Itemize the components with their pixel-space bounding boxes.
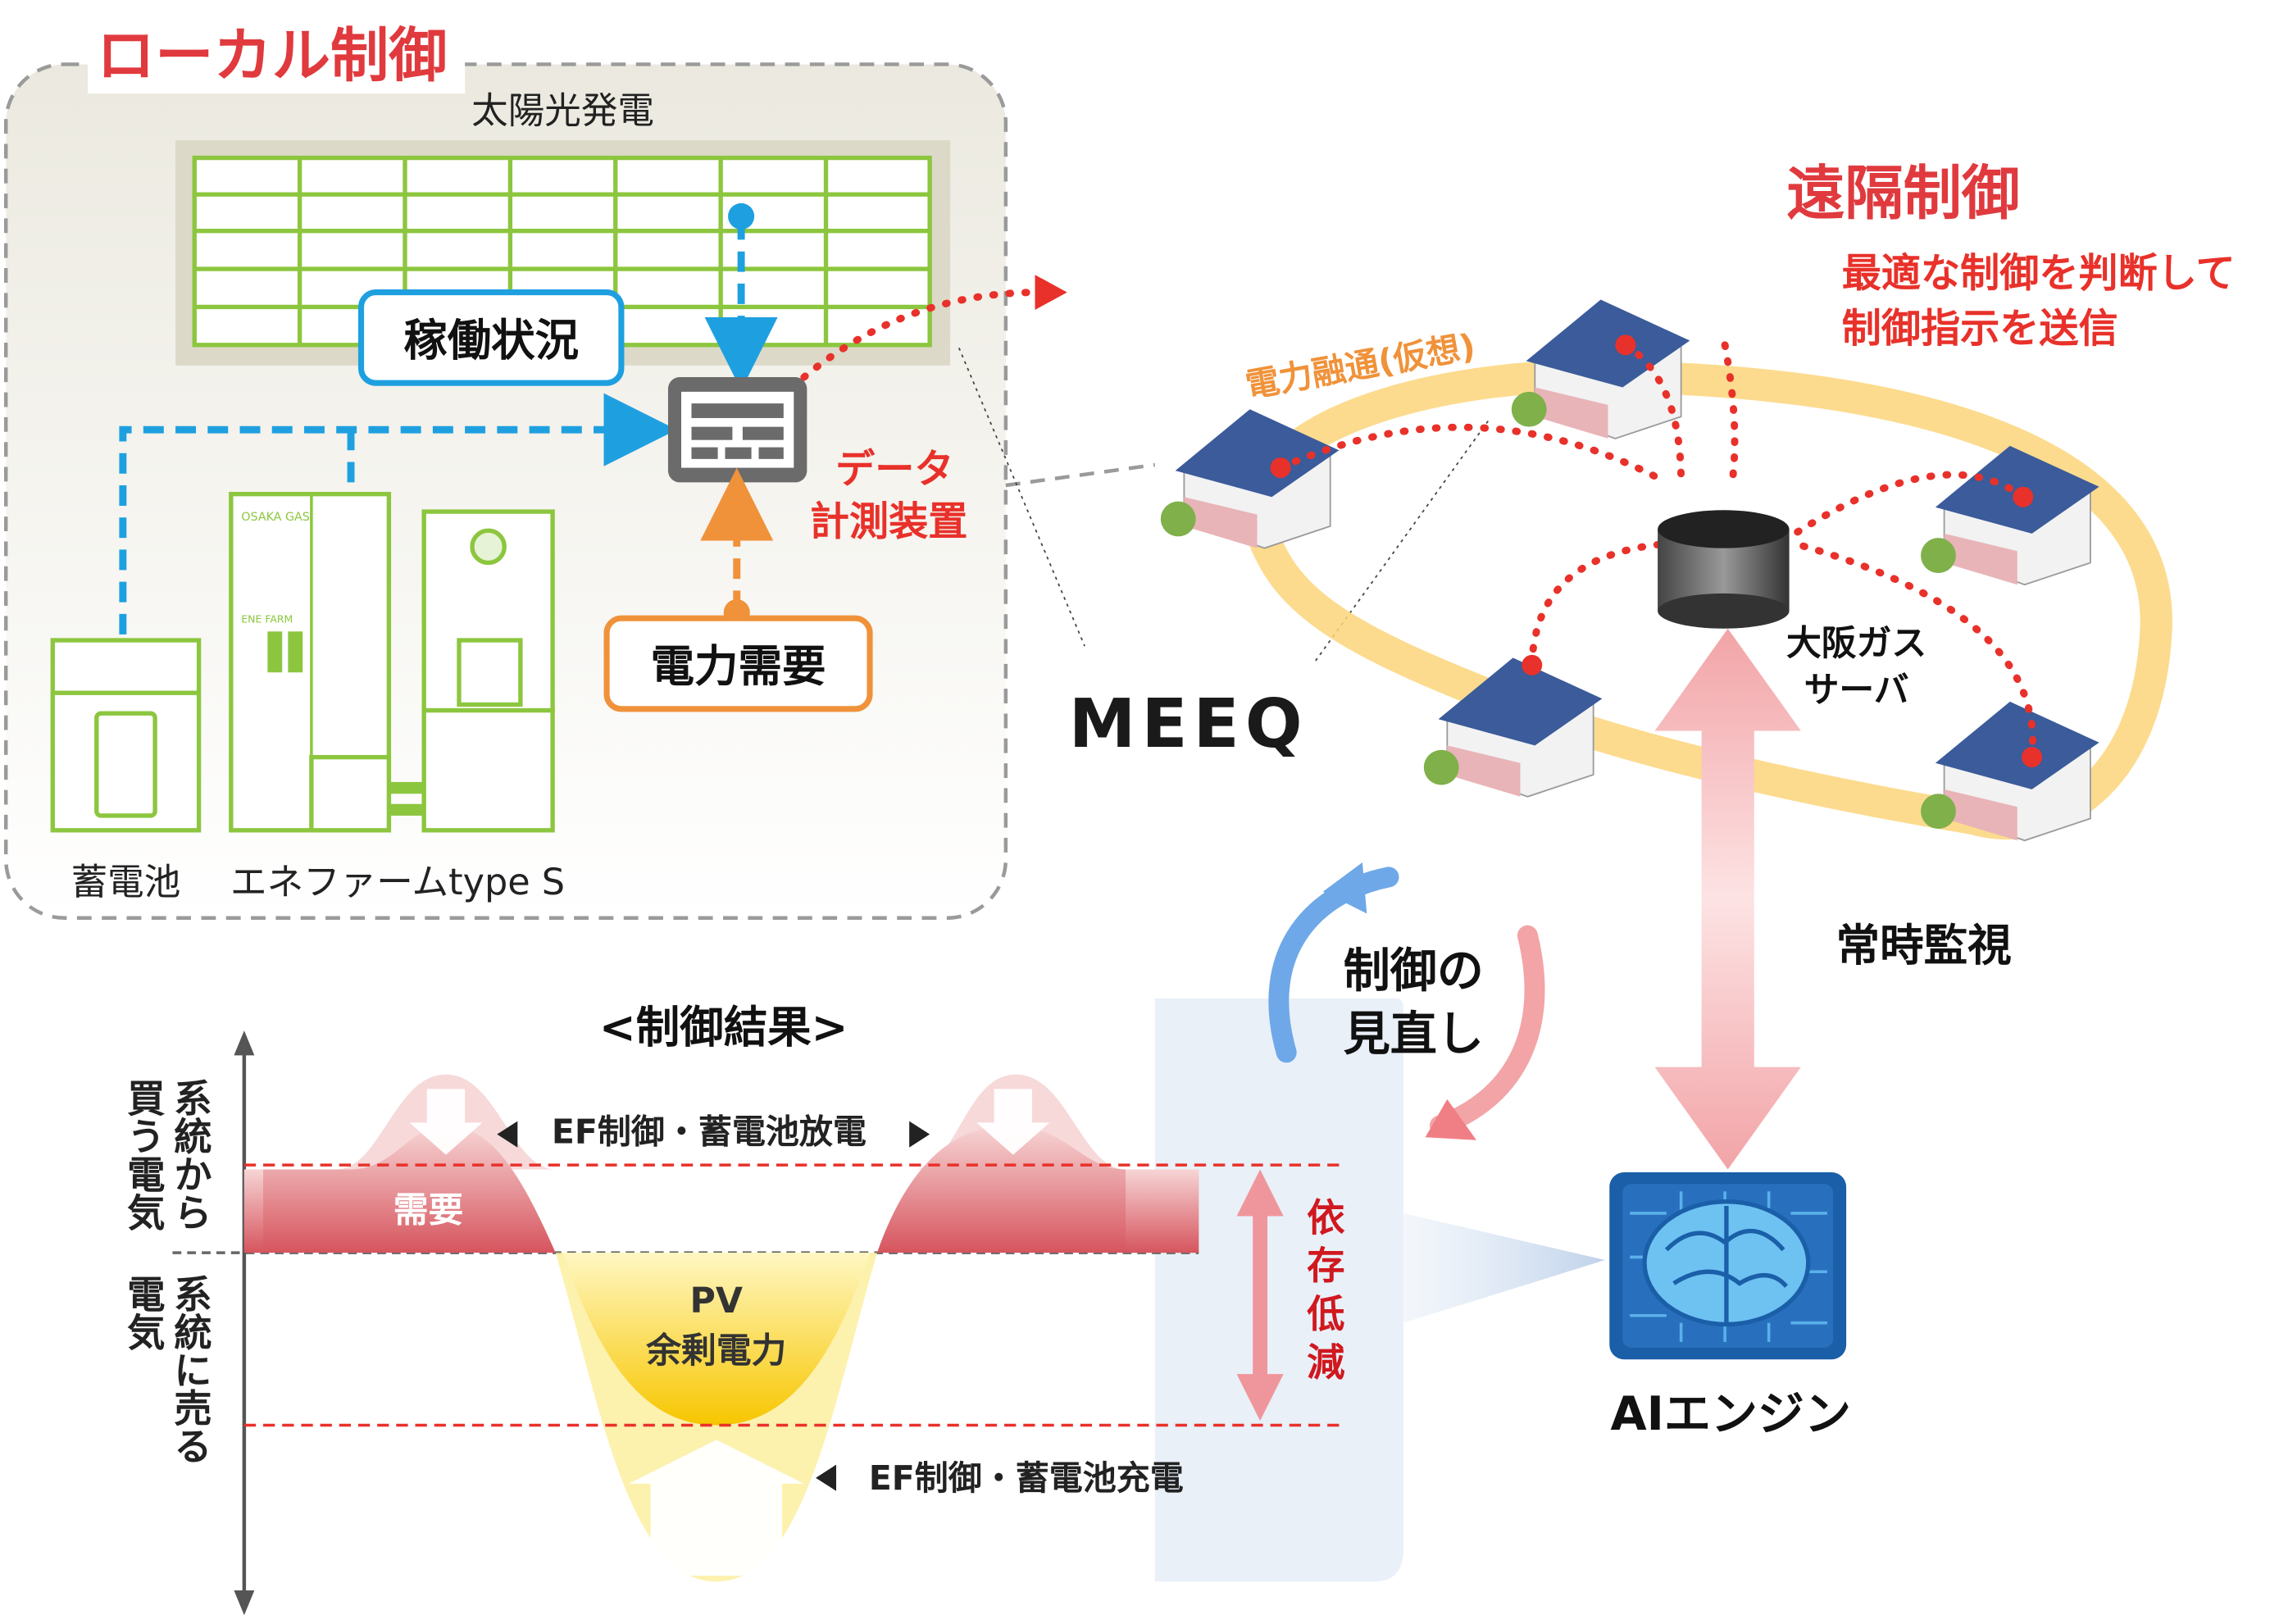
brand-osaka-gas: OSAKA GAS bbox=[241, 511, 309, 524]
local-control-panel: ローカル制御 太陽光発電 稼働状況 bbox=[3, 20, 1008, 921]
reduce-char-2: 存 bbox=[1307, 1244, 1344, 1288]
control-result-chart: <制御結果> 系統から 買う電気 系統に売る 電気 需要 PV 余剰電力 bbox=[121, 1001, 1345, 1616]
discharge-label: EF制御・蓄電池放電 bbox=[552, 1112, 867, 1151]
house-4 bbox=[1423, 657, 1603, 798]
pv-label-line2: 余剰電力 bbox=[645, 1331, 786, 1372]
measuring-device bbox=[667, 377, 807, 483]
status-box-label: 稼働状況 bbox=[403, 314, 579, 366]
server-links bbox=[1276, 341, 2036, 762]
server-label-line1: 大阪ガス bbox=[1786, 623, 1926, 664]
demand-area bbox=[243, 1125, 556, 1253]
reduce-char-4: 減 bbox=[1307, 1340, 1344, 1385]
house-1 bbox=[1160, 409, 1340, 549]
demand-label: 需要 bbox=[393, 1190, 464, 1231]
remote-subtitle-line2: 制御指示を送信 bbox=[1842, 306, 2118, 352]
remote-control-title: 遠隔制御 bbox=[1786, 159, 2020, 227]
reduce-dependence-arrow bbox=[1236, 1169, 1284, 1422]
review-line1: 制御の bbox=[1344, 944, 1484, 999]
brand-enefarm: ENE FARM bbox=[241, 613, 293, 625]
meeq-logo: MEEQ bbox=[1069, 685, 1308, 763]
review-cycle bbox=[1268, 862, 1545, 1140]
house-2 bbox=[1511, 299, 1690, 439]
demand-box-label: 電力需要 bbox=[651, 640, 826, 692]
enefarm-label: エネファームtype S bbox=[230, 861, 565, 903]
reduce-char-3: 低 bbox=[1307, 1292, 1344, 1336]
result-title: <制御結果> bbox=[599, 1001, 848, 1053]
demand-box bbox=[603, 615, 873, 712]
remote-subtitle-line1: 最適な制御を判断して bbox=[1842, 250, 2236, 296]
monitoring-arrow bbox=[1654, 628, 1801, 1170]
pv-label-line1: PV bbox=[690, 1281, 743, 1321]
axis-buy-col2: 買う電気 bbox=[121, 1079, 166, 1231]
solar-label: 太陽光発電 bbox=[471, 89, 654, 132]
axis-sell-col2: 電気 bbox=[121, 1275, 166, 1351]
server-label-line2: サーバ bbox=[1804, 670, 1909, 711]
device-label-line1: データ bbox=[835, 446, 953, 492]
ai-engine-icon bbox=[1609, 1172, 1847, 1360]
axis-buy-col1: 系統から bbox=[168, 1079, 212, 1231]
reduce-char-1: 依 bbox=[1307, 1195, 1345, 1240]
monitoring-label: 常時監視 bbox=[1836, 919, 2012, 971]
osaka-gas-server bbox=[1658, 510, 1790, 629]
ai-engine-label: AIエンジン bbox=[1610, 1387, 1851, 1441]
status-box bbox=[357, 289, 625, 386]
local-control-title: ローカル制御 bbox=[97, 22, 448, 90]
battery-unit bbox=[50, 638, 202, 833]
battery-label: 蓄電池 bbox=[71, 861, 181, 903]
house-5 bbox=[1921, 701, 2099, 842]
enefarm-unit: OSAKA GAS ENE FARM bbox=[229, 492, 555, 833]
review-line2: 見直し bbox=[1344, 1007, 1484, 1061]
charge-label: EF制御・蓄電池充電 bbox=[869, 1458, 1184, 1498]
axis-sell-col1: 系統に売る bbox=[168, 1275, 212, 1465]
pv-surplus-area bbox=[562, 1253, 871, 1426]
device-label-line2: 計測装置 bbox=[810, 499, 968, 545]
